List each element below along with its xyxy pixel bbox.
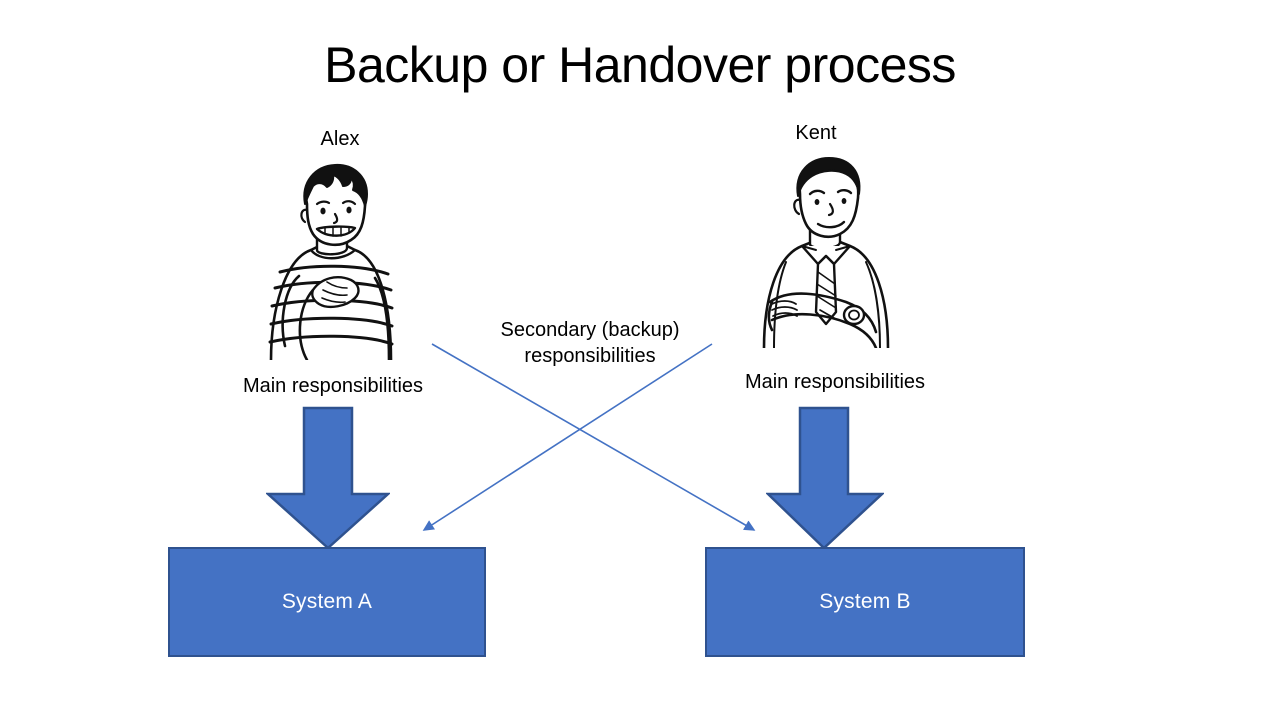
system-box-a[interactable]: System A [168, 547, 486, 657]
page-title: Backup or Handover process [324, 37, 956, 93]
label-secondary-line1: Secondary (backup) [500, 319, 680, 341]
label-secondary-line2: responsibilities [524, 345, 656, 368]
down-arrow-kent-to-system-b [766, 406, 884, 550]
down-arrow-alex-to-system-a [266, 406, 390, 550]
label-main-responsibilities-right: Main responsibilities [744, 371, 926, 393]
system-box-b[interactable]: System B [705, 547, 1025, 657]
person-illustration-alex [255, 160, 410, 360]
person-name-kent: Kent [795, 122, 837, 144]
person-name-alex: Alex [320, 128, 360, 150]
label-secondary-responsibilities: Secondary (backup) responsibilities [440, 317, 740, 370]
system-box-a-label: System A [281, 590, 373, 613]
system-box-b-label: System B [819, 590, 911, 613]
person-illustration-kent [750, 152, 902, 348]
label-main-responsibilities-left: Main responsibilities [242, 375, 424, 397]
